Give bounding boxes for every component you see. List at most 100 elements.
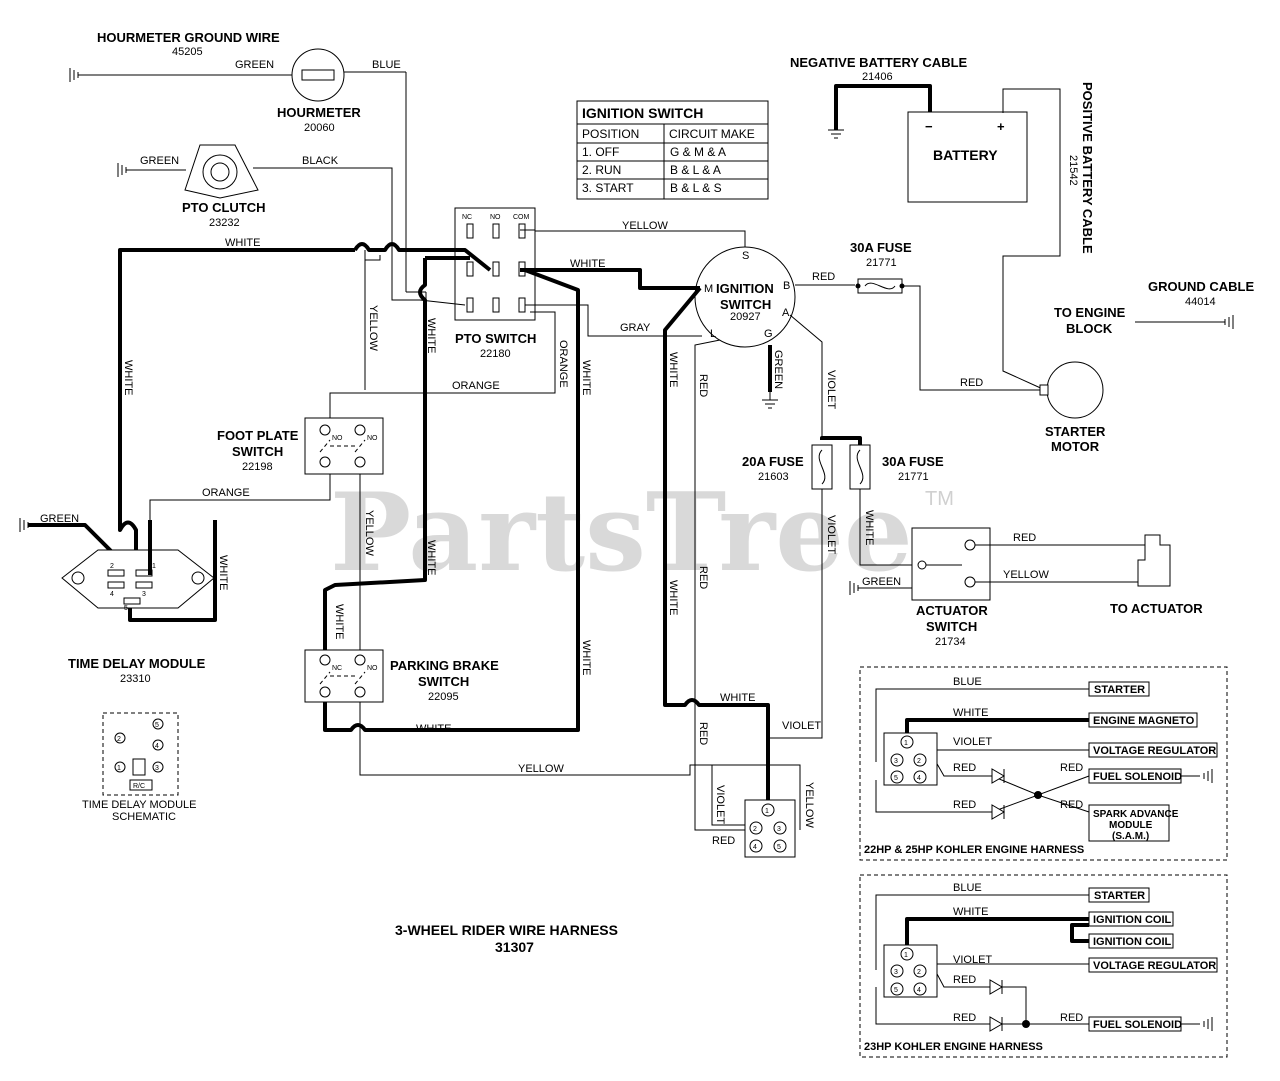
pb-white-label: WHITE [333, 604, 345, 639]
h1-violet-label: VIOLET [953, 736, 992, 748]
h2-red-3-label: RED [1060, 1012, 1083, 1024]
svg-text:2: 2 [917, 969, 921, 976]
pto-clutch-ground-icon [117, 162, 127, 178]
ground-cable-part: 44014 [1185, 296, 1216, 308]
tdm-green-label: GREEN [40, 513, 79, 525]
fuse-30a-top-icon [855, 278, 905, 294]
ign-l-red2-label: RED [697, 566, 709, 589]
conn-red-label: RED [712, 835, 735, 847]
ign-ground-icon [761, 399, 779, 409]
svg-text:4: 4 [155, 743, 159, 750]
h1-red-2-label: RED [953, 799, 976, 811]
svg-text:2: 2 [917, 758, 921, 765]
hourmeter-label: HOURMETER [277, 105, 361, 120]
fuse-30a-icon [849, 444, 871, 490]
pto-clutch-label: PTO CLUTCH [182, 200, 266, 215]
parking-brake-label-2: SWITCH [418, 674, 469, 689]
ignition-switch-label-1: IGNITION [716, 281, 774, 296]
ignition-table-row-3-pos: 3. START [582, 181, 634, 195]
tdm-ground-icon [19, 517, 29, 533]
ignition-table-header-circuit: CIRCUIT MAKE [669, 127, 755, 141]
ignition-table-row-1-pos: 1. OFF [582, 145, 619, 159]
fuse-20a-icon [811, 444, 833, 490]
battery-label: BATTERY [933, 147, 998, 163]
actuator-red-label: RED [1013, 532, 1036, 544]
parking-brake-no-pin: NO [367, 665, 378, 672]
parking-brake-label-1: PARKING BRAKE [390, 658, 499, 673]
h2-target-regulator: VOLTAGE REGULATOR [1093, 960, 1216, 972]
diagram-part: 31307 [495, 939, 534, 955]
svg-text:5: 5 [155, 722, 159, 729]
svg-text:1: 1 [765, 808, 769, 815]
foot-plate-no-pin: NO [367, 435, 378, 442]
pto-switch-pin-no: NO [490, 214, 501, 221]
pto-clutch-green-label: GREEN [140, 155, 179, 167]
h1-target-regulator: VOLTAGE REGULATOR [1093, 745, 1216, 757]
ign-terminal-l: L [710, 328, 716, 340]
yellow-conn-label: YELLOW [803, 782, 815, 828]
h1-sam-2: MODULE [1109, 820, 1153, 831]
svg-text:4: 4 [917, 775, 921, 782]
battery-body [907, 111, 1028, 203]
pto-clutch-icon [184, 144, 259, 199]
hourmeter-ground-part: 45205 [172, 46, 203, 58]
ignition-switch-part: 20927 [730, 311, 761, 323]
svg-text:3: 3 [894, 969, 898, 976]
act-white-label: WHITE [863, 510, 875, 545]
harness-white-right2-label: WHITE [580, 640, 592, 675]
h1-target-fuel: FUEL SOLENOID [1093, 771, 1182, 783]
svg-text:2: 2 [110, 563, 114, 570]
svg-text:5: 5 [777, 844, 781, 851]
harness-white-ign-label: WHITE [570, 258, 605, 270]
h1-fuel-ground-icon [1203, 768, 1213, 784]
diagram-title: 3-WHEEL RIDER WIRE HARNESS [395, 922, 618, 938]
violet-down-label: VIOLET [825, 515, 837, 554]
harness-white-mid-label: WHITE [425, 318, 437, 353]
h1-white-label: WHITE [953, 707, 988, 719]
pto-switch-part: 22180 [480, 348, 511, 360]
ign-terminal-a: A [782, 307, 790, 319]
ignition-table-title: IGNITION SWITCH [582, 105, 703, 121]
ign-green-label: GREEN [772, 350, 784, 389]
starter-motor-icon [1046, 361, 1104, 419]
ignition-table [576, 100, 769, 200]
foot-plate-label-1: FOOT PLATE [217, 428, 299, 443]
svg-text:1: 1 [152, 563, 156, 570]
watermark: PartsTree [330, 470, 913, 596]
ignition-table-row-2-circuit: B & L & A [670, 163, 721, 177]
starter-motor-label-2: MOTOR [1051, 439, 1100, 454]
starter-red-label: RED [960, 377, 983, 389]
svg-text:5: 5 [894, 775, 898, 782]
ign-terminal-s: S [742, 250, 749, 262]
svg-text:4: 4 [753, 844, 757, 851]
h1-red-3-label: RED [1060, 762, 1083, 774]
h2-target-fuel: FUEL SOLENOID [1093, 1019, 1182, 1031]
harness-22-25-title: 22HP & 25HP KOHLER ENGINE HARNESS [864, 844, 1084, 856]
ign-l-red-label: RED [697, 374, 709, 397]
ign-b-red-label: RED [812, 271, 835, 283]
yellow-top-label: YELLOW [367, 305, 379, 351]
harness-23-box [859, 874, 1228, 1058]
h1-red-1-label: RED [953, 762, 976, 774]
ign-gray-label: GRAY [620, 322, 651, 334]
harness-white-conn-label: WHITE [720, 692, 755, 704]
tdm-rc-label: R/C [133, 783, 145, 790]
h1-target-magneto: ENGINE MAGNETO [1093, 715, 1195, 727]
svg-text:2: 2 [753, 826, 757, 833]
ignition-switch-label-2: SWITCH [720, 297, 771, 312]
foot-plate-part: 22198 [242, 461, 273, 473]
parking-brake-nc-pin: NC [332, 665, 342, 672]
conn-red-v-label: RED [697, 722, 709, 745]
ground-cable-icon [1224, 314, 1234, 330]
battery-minus: − [925, 119, 933, 134]
ignition-table-row-1-circuit: G & M & A [670, 145, 726, 159]
pto-switch-pin-com: COM [513, 214, 530, 221]
harness-white-mid2-label: WHITE [425, 540, 437, 575]
watermark-tm: TM [925, 488, 954, 510]
hourmeter-part: 20060 [304, 122, 335, 134]
ignition-table-row-3-circuit: B & L & S [670, 181, 722, 195]
svg-text:3: 3 [894, 758, 898, 765]
ign-terminal-b: B [783, 280, 790, 292]
ignition-table-header-position: POSITION [582, 127, 639, 141]
fuse-30a-top-label: 30A FUSE [850, 240, 912, 255]
